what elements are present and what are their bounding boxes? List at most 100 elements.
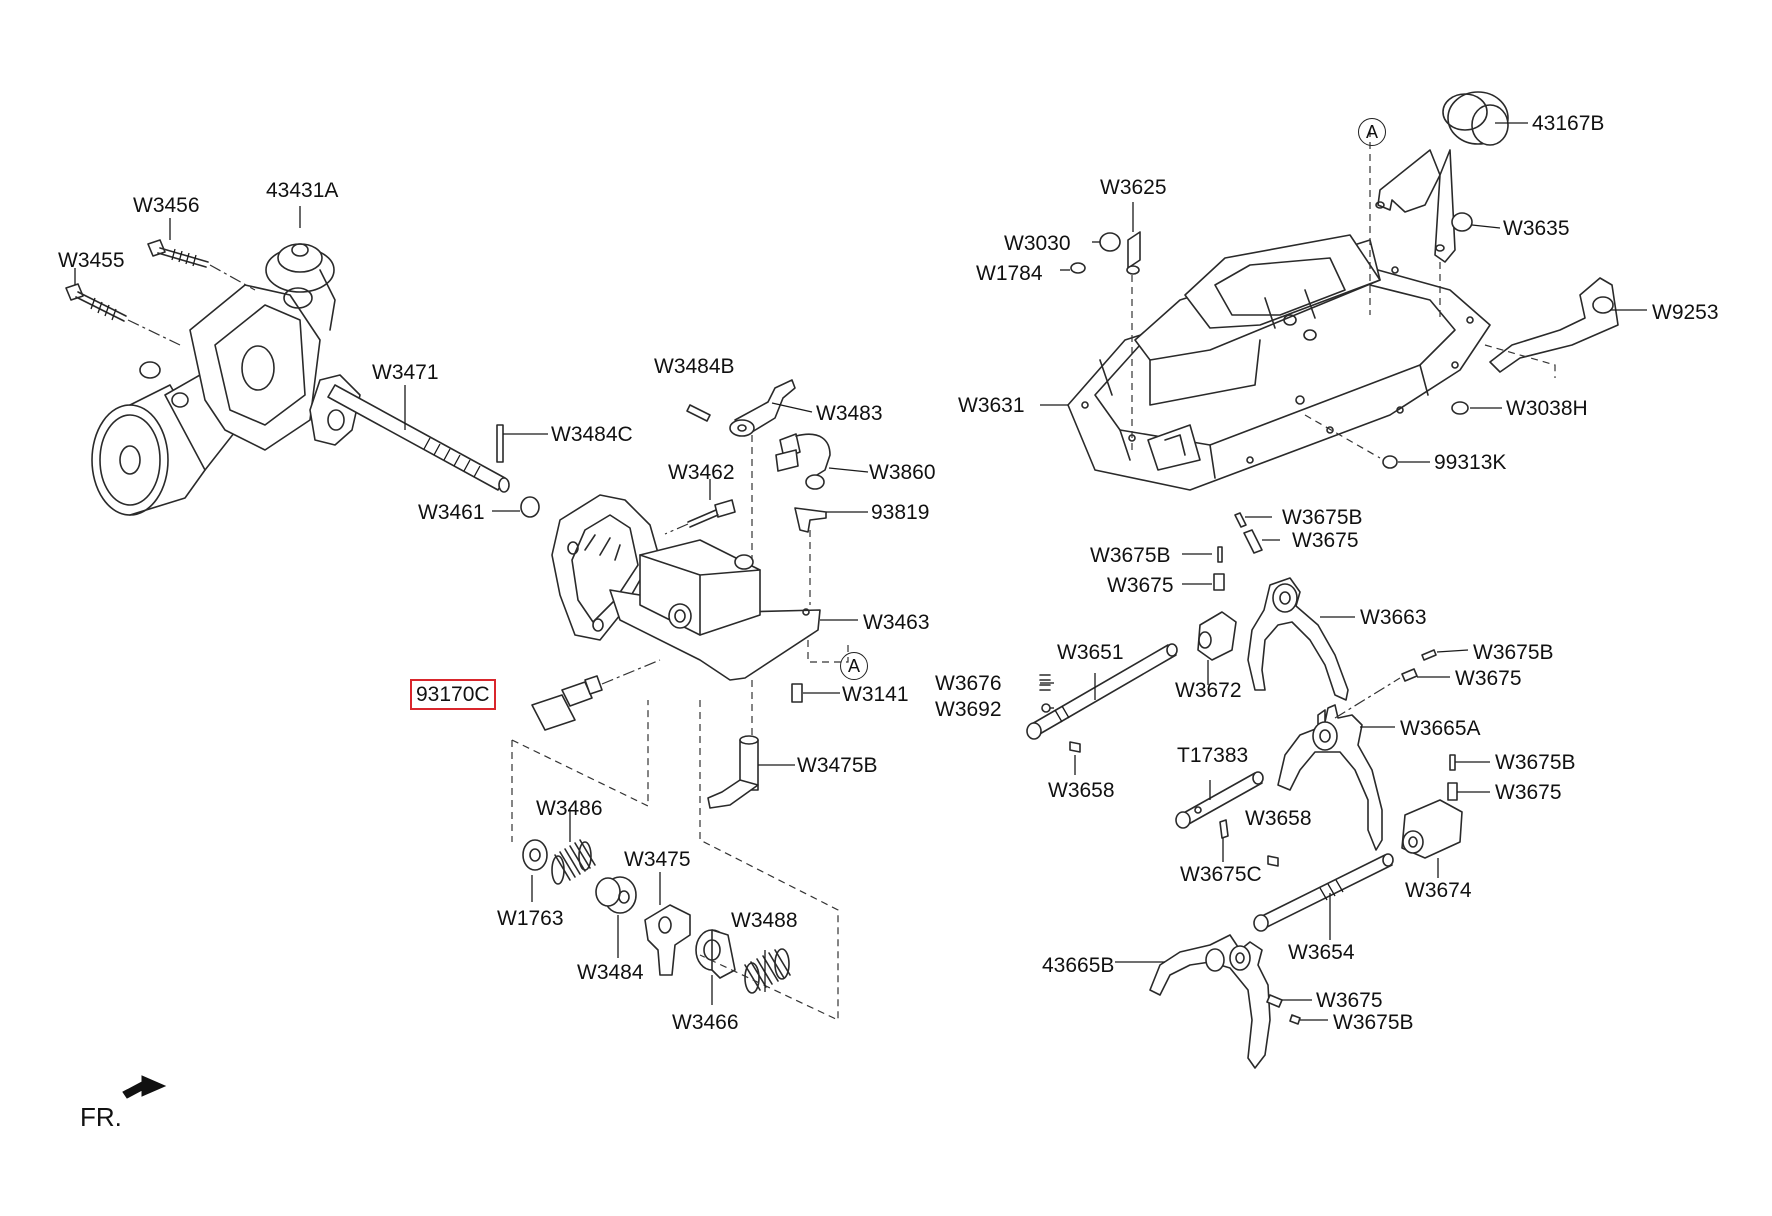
label-w3675-1: W3675 [1292, 529, 1359, 552]
fork-w3663 [1247, 577, 1349, 701]
label-w3030: W3030 [1004, 232, 1071, 255]
pin-w3675-3 [1401, 668, 1418, 682]
fork-43665b [1149, 934, 1271, 1069]
plunger-w3484 [595, 876, 637, 914]
front-direction-arrow-icon [122, 1075, 167, 1099]
label-w3672: W3672 [1175, 679, 1242, 702]
leader-lines [74, 122, 1647, 1021]
bracket-w3625 [1127, 231, 1141, 269]
assembly-guide-lines-right-top [1131, 130, 1556, 459]
label-w9253: W9253 [1652, 301, 1719, 324]
washer-w1763 [522, 839, 548, 871]
bracket-w9253-hole [1592, 296, 1614, 314]
label-w3674: W3674 [1405, 879, 1472, 902]
bracket-w3483 [729, 379, 796, 437]
pin-w3484b [686, 404, 711, 422]
pin-w3675-2 [1213, 573, 1225, 591]
guide-w3466 [695, 929, 736, 979]
cover-w3631 [1067, 234, 1491, 491]
label-w3471: W3471 [372, 361, 439, 384]
ball-w3692 [1041, 703, 1051, 713]
dowel-w3141 [791, 683, 803, 703]
label-w3860: W3860 [869, 461, 936, 484]
label-w3038h: W3038H [1506, 397, 1588, 420]
interlock-w3672 [1197, 611, 1237, 661]
label-w3455: W3455 [58, 249, 125, 272]
bracket-w9253 [1489, 277, 1619, 373]
bushing-w3030 [1099, 232, 1121, 252]
pin-w3675b-2 [1217, 546, 1223, 563]
sensor-w3860 [775, 433, 831, 490]
label-w3675b-1: W3675B [1282, 506, 1363, 529]
mount-43167b [1375, 91, 1509, 263]
label-w3675b-5: W3675B [1333, 1011, 1414, 1034]
label-43167b: 43167B [1532, 112, 1605, 135]
pin-w3675-1 [1243, 529, 1263, 554]
label-w3635: W3635 [1503, 217, 1570, 240]
ring-w3038h [1451, 401, 1469, 415]
clip-93819 [794, 507, 827, 533]
rail-t17383 [1175, 771, 1264, 829]
label-w3484b: W3484B [654, 355, 735, 378]
label-w1784: W1784 [976, 262, 1043, 285]
label-w3675-5: W3675 [1316, 989, 1383, 1012]
label-99313k: 99313K [1434, 451, 1507, 474]
interlock-w3674 [1401, 799, 1463, 859]
label-w3475b: W3475B [797, 754, 878, 777]
pin-w3484c [496, 424, 504, 463]
fork-w3665a [1277, 677, 1401, 851]
label-w3466: W3466 [672, 1011, 739, 1034]
label-w3486: W3486 [536, 797, 603, 820]
label-w3484c: W3484C [551, 423, 633, 446]
spring-w3676 [1039, 674, 1051, 691]
rail-w3651 [1026, 643, 1178, 740]
label-w1763: W1763 [497, 907, 564, 930]
label-93170c-highlighted: 93170C [410, 679, 496, 710]
label-w3675b-4: W3675B [1495, 751, 1576, 774]
lever-w3475b [707, 735, 759, 809]
assembly-guide-lines-left [511, 435, 849, 1021]
front-marker: FR. [80, 1102, 122, 1132]
label-w3625: W3625 [1100, 176, 1167, 199]
bolt-w3462 [664, 499, 736, 535]
plug-w3635 [1451, 212, 1473, 232]
label-w3675-2: W3675 [1107, 574, 1174, 597]
pin-w3658-2 [1267, 855, 1279, 867]
lever-w3475 [644, 904, 691, 976]
rail-w3654 [1253, 853, 1394, 932]
label-w3675-4: W3675 [1495, 781, 1562, 804]
pin-w3658-1 [1069, 741, 1081, 753]
label-w3692: W3692 [935, 698, 1002, 721]
label-w3675-3: W3675 [1455, 667, 1522, 690]
pin-w3675b-5 [1289, 1014, 1301, 1025]
bolt-w3455 [65, 283, 127, 322]
label-w3484: W3484 [577, 961, 644, 984]
switch-93170c [531, 659, 661, 731]
label-w3658-1: W3658 [1048, 779, 1115, 802]
label-w3483: W3483 [816, 402, 883, 425]
pin-w3675-4 [1447, 782, 1458, 801]
label-w3675b-3: W3675B [1473, 641, 1554, 664]
bracket-w3625-hole [1126, 265, 1140, 275]
spring-w3486 [551, 839, 596, 885]
o-ring-w3461 [520, 496, 540, 518]
label-w3675b-2: W3675B [1090, 544, 1171, 567]
pin-w3675c [1219, 819, 1229, 839]
label-93819: 93819 [871, 501, 930, 524]
plug-99313k [1382, 455, 1398, 469]
label-w3665a: W3665A [1400, 717, 1481, 740]
label-w3463: W3463 [863, 611, 930, 634]
label-w3488: W3488 [731, 909, 798, 932]
label-w3631: W3631 [958, 394, 1025, 417]
reference-marker-a-right: A [1358, 118, 1386, 146]
label-w3461: W3461 [418, 501, 485, 524]
label-w3456: W3456 [133, 194, 200, 217]
pin-w3675-5 [1266, 994, 1283, 1008]
label-43665b: 43665B [1042, 954, 1115, 977]
shaft-w3471 [309, 374, 510, 493]
bolt-w3456 [147, 239, 209, 268]
label-43431a: 43431A [266, 179, 339, 202]
pin-w3675b-4 [1449, 754, 1456, 771]
